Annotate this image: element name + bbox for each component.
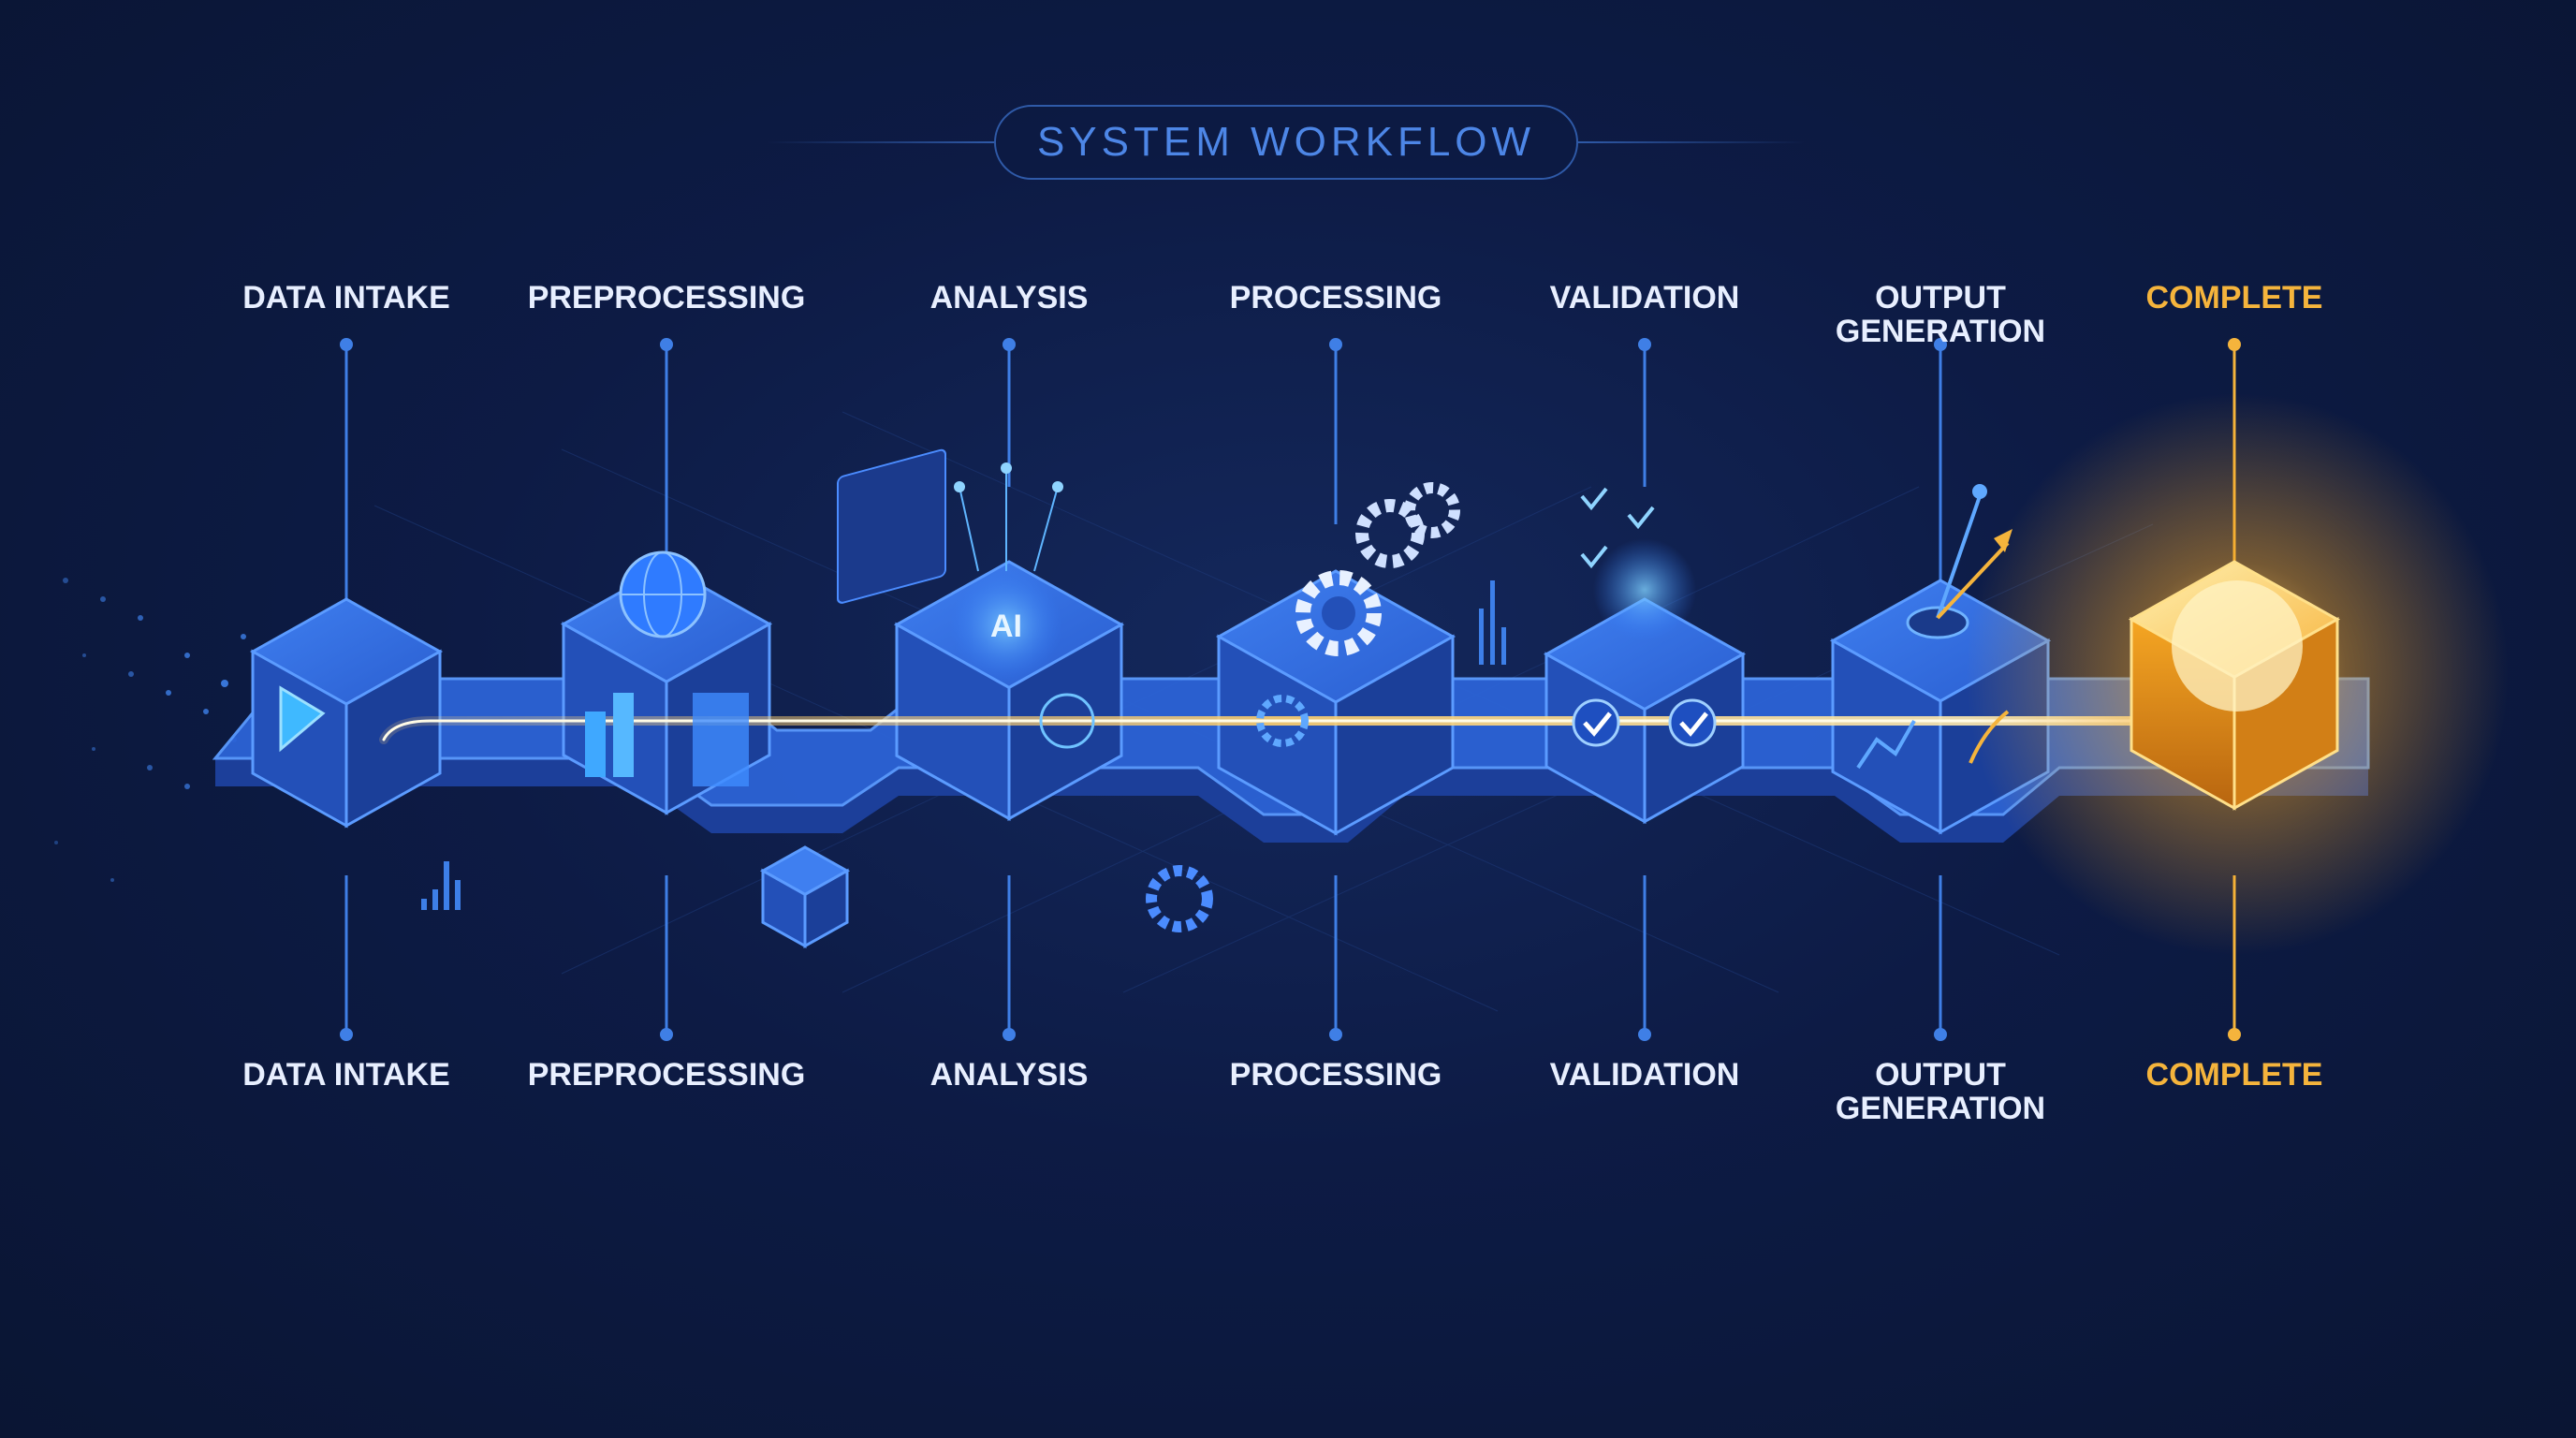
stage-bottom-label: DATA INTAKE [242, 1057, 450, 1093]
workflow-platform-side [215, 758, 2368, 843]
checkmark-icon [1572, 487, 1717, 747]
connector-top-dot [2228, 338, 2241, 351]
ai-badge: AI [990, 609, 1022, 644]
connector-top-dot [1934, 338, 1947, 351]
play-icon [279, 685, 326, 753]
connector-top-dot [1638, 338, 1651, 351]
connector-bottom-dot [340, 1028, 353, 1041]
stage-bottom-label: OUTPUT GENERATION [1835, 1057, 2046, 1126]
title-line-right [1578, 141, 1805, 143]
title-line-left [768, 141, 994, 143]
connector-bottom-dot [2228, 1028, 2241, 1041]
particle-stream [54, 578, 246, 882]
glowing-cube-icon [2172, 580, 2303, 712]
small-cube [759, 845, 851, 948]
connector-bottom-dot [1003, 1028, 1016, 1041]
stage-top-label: PROCESSING [1229, 280, 1442, 315]
connector-top-dot [1003, 338, 1016, 351]
connector-bottom-dot [1638, 1028, 1651, 1041]
stage-cube [249, 597, 444, 829]
stage-connectors [340, 338, 2241, 1041]
ai-chip-icon: AI [837, 448, 1095, 749]
decorative-bars [421, 580, 1506, 910]
gear-icon [1146, 482, 1460, 932]
globe-chart-icon [585, 550, 749, 786]
stage-top-label: PREPROCESSING [527, 280, 806, 315]
connector-bottom-dot [1329, 1028, 1342, 1041]
stage-bottom-label: ANALYSIS [929, 1057, 1089, 1093]
stage-bottom-label: PROCESSING [1229, 1057, 1442, 1093]
page-title: SYSTEM WORKFLOW [994, 105, 1578, 180]
stage-top-label: COMPLETE [2145, 280, 2323, 315]
connector-top-dot [660, 338, 673, 351]
stage-bottom-label: COMPLETE [2145, 1057, 2323, 1093]
energy-beam [379, 716, 2176, 744]
output-chart-icon [1856, 484, 2012, 770]
stage-top-label: OUTPUT GENERATION [1835, 280, 2046, 349]
connector-bottom-dot [660, 1028, 673, 1041]
connector-top-dot [340, 338, 353, 351]
stage-bottom-label: VALIDATION [1549, 1057, 1740, 1093]
stage-top-label: VALIDATION [1549, 280, 1740, 315]
stage-top-label: DATA INTAKE [242, 280, 450, 315]
connector-top-dot [1329, 338, 1342, 351]
stage-top-label: ANALYSIS [929, 280, 1089, 315]
connector-bottom-dot [1934, 1028, 1947, 1041]
stage-bottom-label: PREPROCESSING [527, 1057, 806, 1093]
